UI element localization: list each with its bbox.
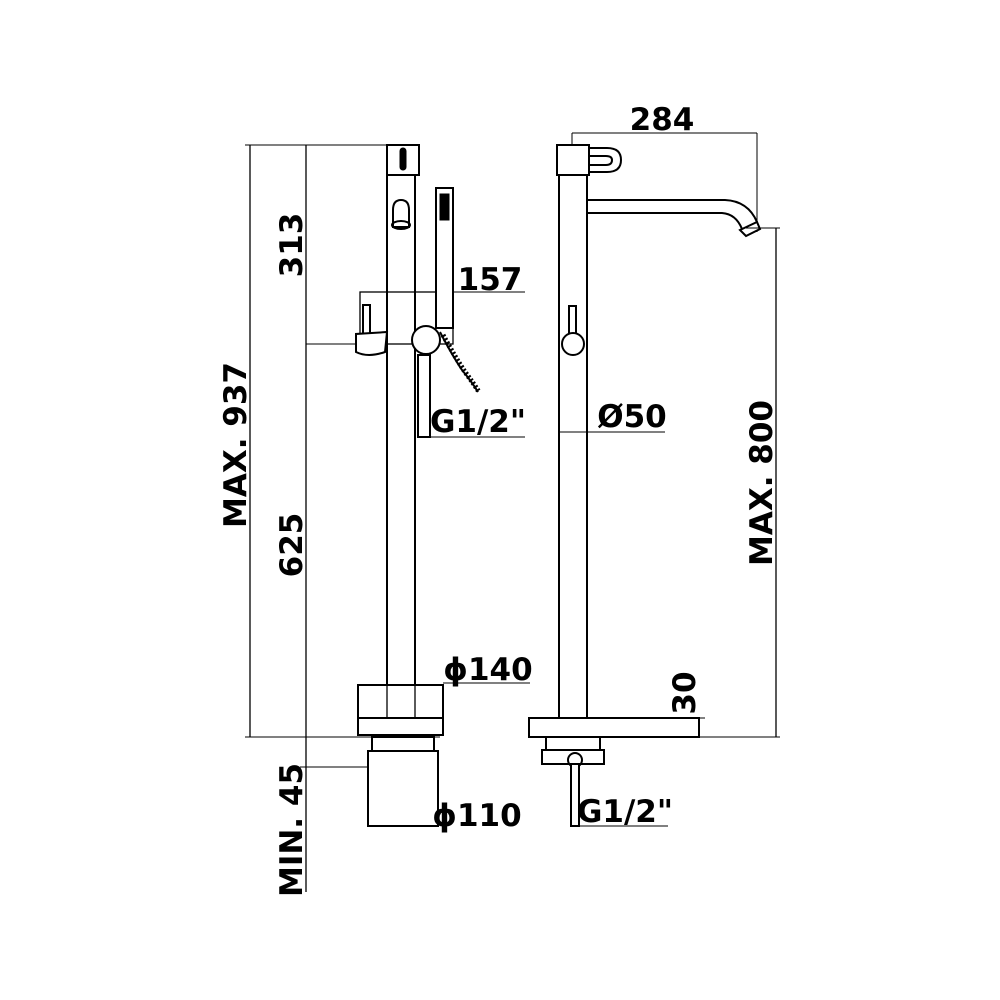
dim-lower-label: 625 bbox=[274, 513, 310, 578]
right-view: 284 Ø50 MAX. 800 30 G1/2" bbox=[528, 102, 780, 830]
under-floor-body bbox=[367, 750, 439, 827]
side-lever-knob bbox=[561, 332, 585, 356]
hose-connection-pipe bbox=[417, 354, 431, 438]
side-top-cap bbox=[556, 144, 590, 176]
dim-reach-label: 284 bbox=[630, 102, 695, 138]
left-view: MAX. 937 313 625 MIN. 45 157 G1/2" ϕ140 … bbox=[218, 144, 533, 897]
mixer-body bbox=[355, 330, 389, 356]
base-block bbox=[357, 684, 444, 736]
spout-outer bbox=[587, 199, 758, 223]
side-top-handle-inner bbox=[589, 155, 614, 166]
dim-base-label: ϕ140 bbox=[443, 652, 532, 688]
top-cap-slot bbox=[399, 147, 407, 171]
dim-pipe-label: Ø50 bbox=[597, 399, 667, 435]
dim-thread-label: G1/2" bbox=[577, 794, 673, 830]
hand-shower-head bbox=[435, 187, 454, 329]
spout-outlet bbox=[392, 198, 410, 228]
dim-hose-thread-label: G1/2" bbox=[430, 404, 526, 440]
side-base-plate bbox=[528, 717, 700, 738]
dim-min-label: MIN. 45 bbox=[274, 763, 310, 897]
dim-spout-height-label: MAX. 800 bbox=[744, 400, 780, 566]
dim-base-height-label: 30 bbox=[667, 671, 703, 714]
dim-overall-label: MAX. 937 bbox=[218, 362, 254, 528]
flange bbox=[371, 736, 435, 752]
side-top-handle bbox=[589, 147, 623, 173]
shower-hose-spiral bbox=[440, 333, 482, 394]
hand-shower-spray bbox=[439, 193, 450, 221]
dim-flange-label: ϕ110 bbox=[432, 798, 521, 834]
spout-tip bbox=[738, 220, 762, 238]
dim-top-label: 313 bbox=[274, 213, 310, 278]
spout-outlet-ring bbox=[391, 220, 411, 230]
dim-offset-label: 157 bbox=[458, 262, 523, 298]
spout-inner bbox=[587, 212, 743, 230]
shower-holder bbox=[411, 325, 441, 355]
